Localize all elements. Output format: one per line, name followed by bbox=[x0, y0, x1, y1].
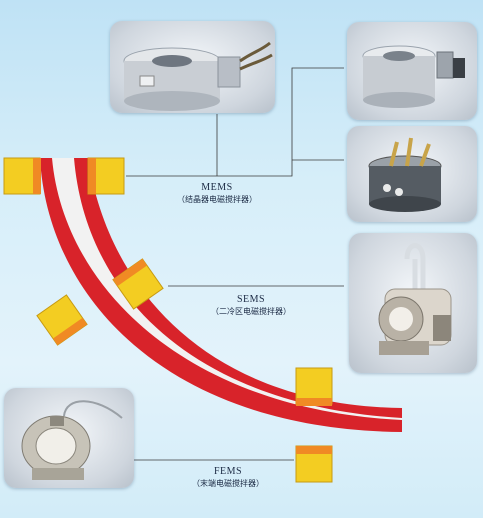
fems-label: FEMS （末端电磁搅拌器） bbox=[178, 466, 278, 489]
mold-stirrer-photo-2 bbox=[347, 22, 477, 120]
mems-label: MEMS （结晶器电磁搅拌器） bbox=[170, 182, 264, 205]
sems-label: SEMS （二冷区电磁搅拌器） bbox=[196, 294, 306, 317]
fems-label-sub: （末端电磁搅拌器） bbox=[192, 478, 264, 488]
fems-label-name: FEMS bbox=[213, 466, 243, 477]
sems-label-name: SEMS bbox=[236, 294, 266, 305]
sems-label-sub: （二冷区电磁搅拌器） bbox=[211, 306, 291, 316]
mold-stirrer-photo bbox=[110, 21, 275, 113]
mems-label-name: MEMS bbox=[201, 182, 233, 193]
mems-label-sub: （结晶器电磁搅拌器） bbox=[177, 194, 257, 204]
mems-stirrer-blocks bbox=[3, 157, 125, 195]
secondary-stirrer-photo bbox=[349, 233, 477, 373]
leader-lines bbox=[118, 67, 344, 461]
fems-stirrer-blocks bbox=[295, 367, 333, 483]
mold-stirrer-photo-3 bbox=[347, 126, 477, 222]
final-stirrer-photo bbox=[4, 388, 134, 488]
sems-stirrer-blocks bbox=[36, 258, 164, 346]
